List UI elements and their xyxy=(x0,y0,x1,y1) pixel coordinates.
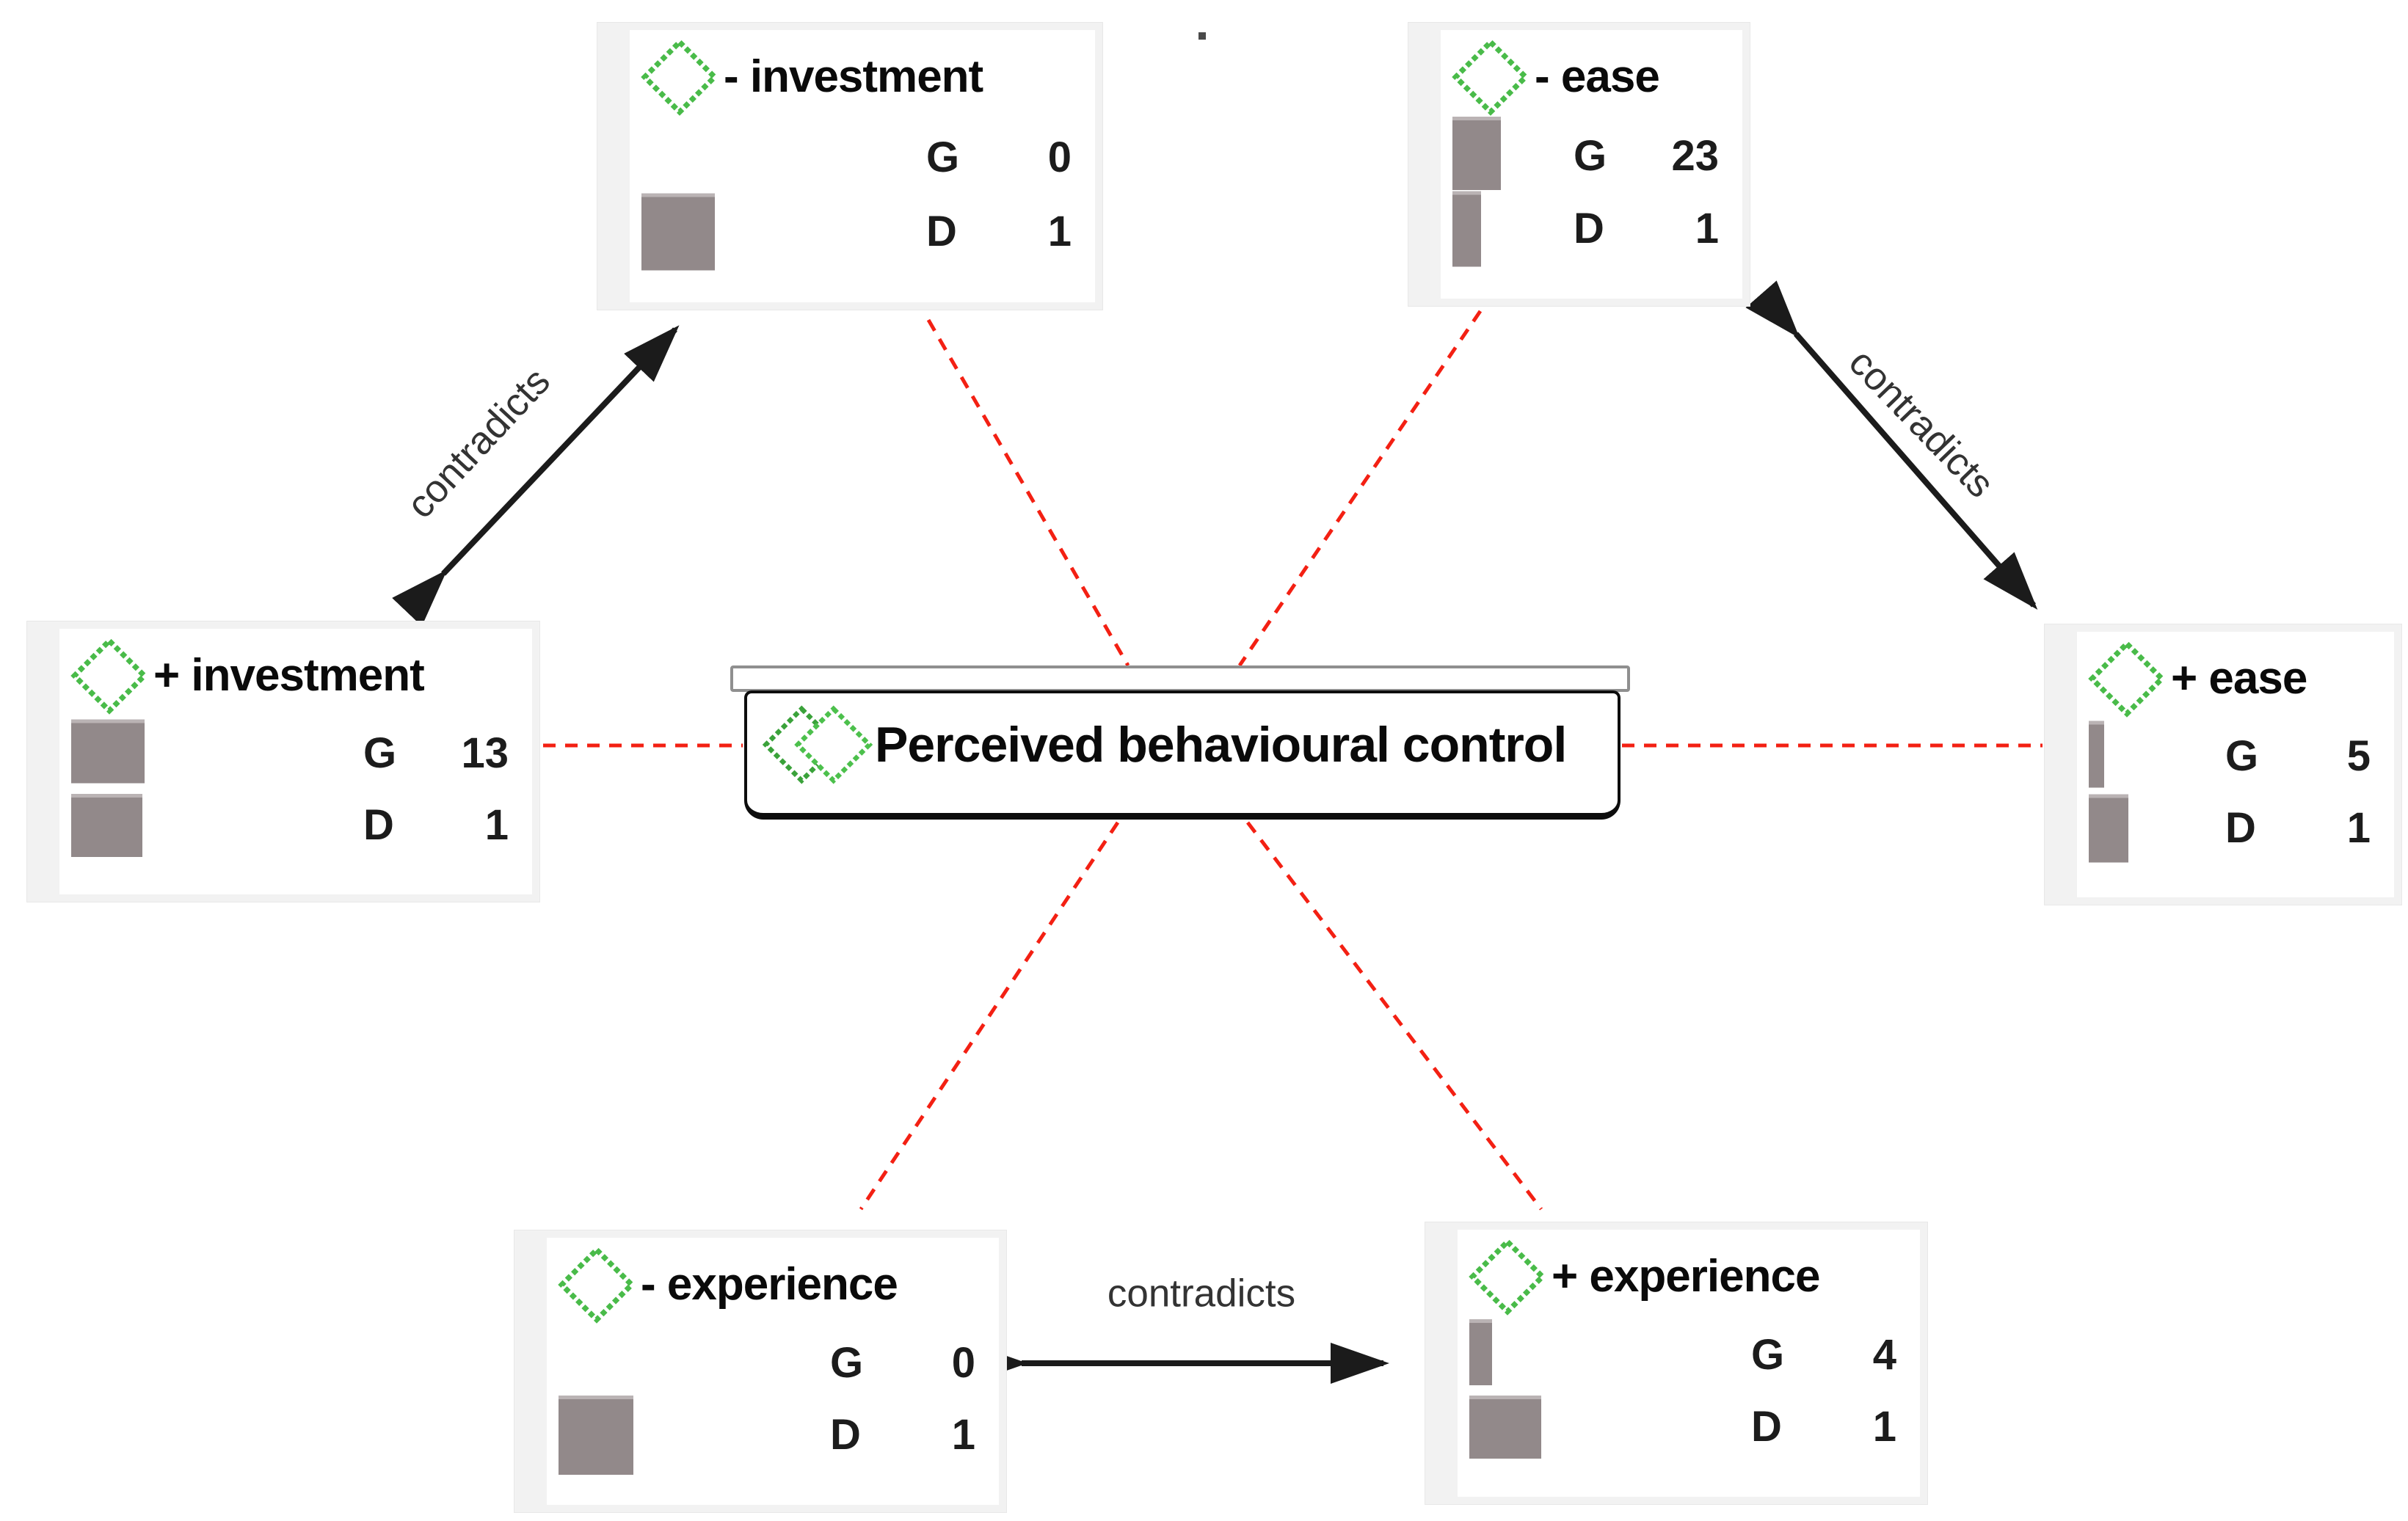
d-value: 1 xyxy=(1695,204,1719,252)
g-value: 0 xyxy=(1047,134,1072,182)
node-pos-investment[interactable]: + investment G 13 D 1 xyxy=(26,621,540,902)
node-panel: - experience G 0 D 1 xyxy=(547,1238,999,1505)
d-label: D xyxy=(2225,803,2256,852)
d-value: 1 xyxy=(2346,803,2371,852)
g-label: G xyxy=(2225,732,2259,781)
g-label: G xyxy=(830,1339,864,1387)
link-center-neg-experience xyxy=(859,821,1120,1211)
g-value: 5 xyxy=(2346,732,2371,781)
link-center-neg-ease xyxy=(1237,310,1483,667)
density-bar xyxy=(1469,1396,1541,1459)
groundedness-bar xyxy=(1469,1319,1492,1386)
g-label: G xyxy=(363,729,397,778)
density-bar xyxy=(559,1396,633,1476)
node-title: + investment xyxy=(153,650,425,701)
contradicts-arrow-ease xyxy=(1745,280,2038,610)
link-center-pos-experience xyxy=(1246,821,1543,1211)
groundedness-bar xyxy=(1452,117,1501,191)
node-neg-experience[interactable]: - experience G 0 D 1 xyxy=(514,1230,1007,1513)
g-value: 23 xyxy=(1671,132,1719,180)
d-label: D xyxy=(926,207,957,255)
code-diamond-icon xyxy=(2086,638,2168,720)
link-center-neg-investment xyxy=(926,318,1130,667)
d-value: 1 xyxy=(951,1411,975,1459)
node-title: - experience xyxy=(641,1259,898,1310)
node-title: + experience xyxy=(1552,1251,1820,1302)
node-panel: + experience G 4 D 1 xyxy=(1458,1230,1920,1497)
density-bar xyxy=(1452,191,1481,267)
node-pos-experience[interactable]: + experience G 4 D 1 xyxy=(1425,1222,1928,1505)
g-label: G xyxy=(926,134,960,182)
code-diamond-icon xyxy=(68,635,150,717)
g-label: G xyxy=(1751,1331,1785,1379)
code-diamond-icon xyxy=(639,36,721,118)
node-panel: - investment G 0 D 1 xyxy=(630,30,1095,302)
contradicts-arrow-investment xyxy=(392,325,680,627)
code-diamond-icon xyxy=(1449,36,1532,118)
d-value: 1 xyxy=(484,800,509,849)
node-neg-ease[interactable]: - ease G 23 D 1 xyxy=(1408,22,1750,307)
g-value: 0 xyxy=(951,1339,975,1387)
code-diamond-icon xyxy=(1466,1236,1549,1318)
g-value: 13 xyxy=(461,729,509,778)
node-title: - ease xyxy=(1535,51,1660,102)
d-label: D xyxy=(830,1411,861,1459)
code-diamond-icon xyxy=(556,1244,638,1326)
node-panel: + ease G 5 D 1 xyxy=(2077,632,2394,897)
groundedness-bar xyxy=(71,719,145,784)
groundedness-bar xyxy=(2089,721,2104,788)
density-bar xyxy=(2089,794,2128,863)
d-label: D xyxy=(1751,1403,1782,1451)
g-label: G xyxy=(1574,132,1607,180)
double-diamond-icon xyxy=(762,704,873,786)
d-value: 1 xyxy=(1047,207,1072,255)
d-label: D xyxy=(1574,204,1604,252)
stray-dot xyxy=(1198,32,1206,40)
density-bar xyxy=(641,193,715,271)
edge-label-contradicts[interactable]: contradicts xyxy=(1107,1272,1296,1316)
node-title: - investment xyxy=(724,51,983,102)
center-node-topbar xyxy=(730,665,1630,692)
d-label: D xyxy=(363,800,394,849)
center-node-title: Perceived behavioural control xyxy=(875,717,1567,773)
density-bar xyxy=(71,793,142,857)
node-panel: - ease G 23 D 1 xyxy=(1441,30,1742,299)
node-perceived-behavioural-control[interactable]: Perceived behavioural control xyxy=(744,690,1621,820)
node-neg-investment[interactable]: - investment G 0 D 1 xyxy=(597,22,1103,310)
node-title: + ease xyxy=(2171,653,2307,704)
node-panel: + investment G 13 D 1 xyxy=(59,629,532,894)
g-value: 4 xyxy=(1872,1331,1896,1379)
d-value: 1 xyxy=(1872,1403,1896,1451)
node-pos-ease[interactable]: + ease G 5 D 1 xyxy=(2044,624,2402,905)
